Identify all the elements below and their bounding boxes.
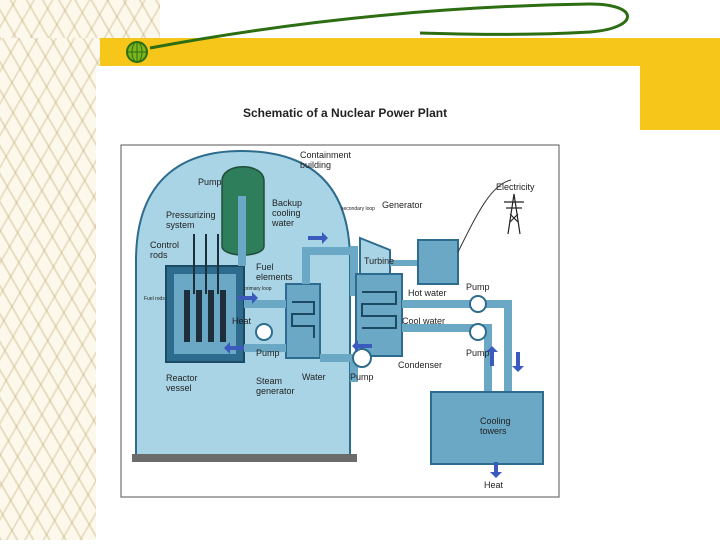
label-fuel-rods: Fuel rods — [144, 296, 165, 302]
label-electricity: Electricity — [496, 182, 535, 192]
steam-generator — [285, 283, 321, 359]
hot-water-pump — [469, 295, 487, 313]
turbine-shaft — [390, 260, 418, 266]
primary-loop-pipes — [238, 196, 286, 352]
label-heat-bottom: Heat — [484, 480, 504, 490]
transmission-tower-icon — [504, 193, 524, 235]
diagram-panel: Schematic of a Nuclear Power Plant — [96, 66, 640, 540]
arrow-right-icon — [308, 232, 328, 244]
label-hot-water: Hot water — [408, 288, 447, 298]
label-fuel-2: elements — [256, 272, 293, 282]
steam-generator-coil — [291, 301, 315, 338]
decorative-swoosh — [126, 2, 629, 63]
label-cool-water: Cool water — [402, 316, 445, 326]
label-fuel-1: Fuel — [256, 262, 274, 272]
label-backup-3: water — [271, 218, 294, 228]
label-cooling-towers-1: Cooling — [480, 416, 511, 426]
label-pressurizing-1: Pressurizing — [166, 210, 216, 220]
label-pump-right-top: Pump — [466, 282, 490, 292]
arrow-down-icon — [490, 462, 502, 478]
label-containment-1: Containment — [300, 150, 352, 160]
label-turbine: Turbine — [364, 256, 394, 266]
flow-arrows — [224, 232, 524, 478]
cooling-towers — [430, 391, 544, 465]
label-cooling-towers-2: towers — [480, 426, 507, 436]
label-secondary-loop: secondary loop — [341, 206, 375, 212]
label-heat: Heat — [232, 316, 252, 326]
label-control-rods-1: Control — [150, 240, 179, 250]
diagram-frame — [120, 144, 560, 498]
power-line — [457, 179, 512, 253]
label-steam-2: generator — [256, 386, 295, 396]
ground-strip — [132, 454, 357, 462]
control-rods — [193, 234, 219, 294]
arrow-down-icon — [512, 352, 524, 372]
primary-pump — [255, 323, 273, 341]
label-pump-bottom: Pump — [350, 372, 374, 382]
label-pressurizing-2: system — [166, 220, 195, 230]
arrow-left-icon — [352, 340, 372, 352]
decorative-pattern-top — [0, 0, 160, 40]
condenser-coil — [361, 291, 397, 329]
arrow-left-icon — [224, 342, 244, 354]
globe-icon — [126, 41, 148, 63]
nuclear-plant-diagram: Schematic of a Nuclear Power Plant — [120, 106, 560, 498]
cool-water-pump — [469, 323, 487, 341]
label-backup-1: Backup — [272, 198, 302, 208]
label-generator: Generator — [382, 200, 423, 210]
label-containment-2: building — [300, 160, 331, 170]
label-backup-2: cooling — [272, 208, 301, 218]
label-reactor-2: vessel — [166, 383, 192, 393]
diagram-title: Schematic of a Nuclear Power Plant — [243, 106, 447, 120]
label-primary-loop: primary loop — [244, 286, 272, 292]
generator — [417, 239, 459, 285]
fuel-rods — [184, 290, 226, 342]
label-pump-mid: Pump — [256, 348, 280, 358]
label-pump-top: Pump — [198, 177, 222, 187]
decorative-pattern-left — [0, 38, 100, 540]
arrow-up-icon — [486, 346, 498, 366]
label-steam-1: Steam — [256, 376, 282, 386]
label-control-rods-2: rods — [150, 250, 168, 260]
arrow-right-icon — [238, 292, 258, 304]
label-water: Water — [302, 372, 326, 382]
label-reactor-1: Reactor — [166, 373, 198, 383]
label-pump-right-bottom: Pump — [466, 348, 490, 358]
condenser-pump — [352, 348, 372, 368]
label-condenser: Condenser — [398, 360, 442, 370]
